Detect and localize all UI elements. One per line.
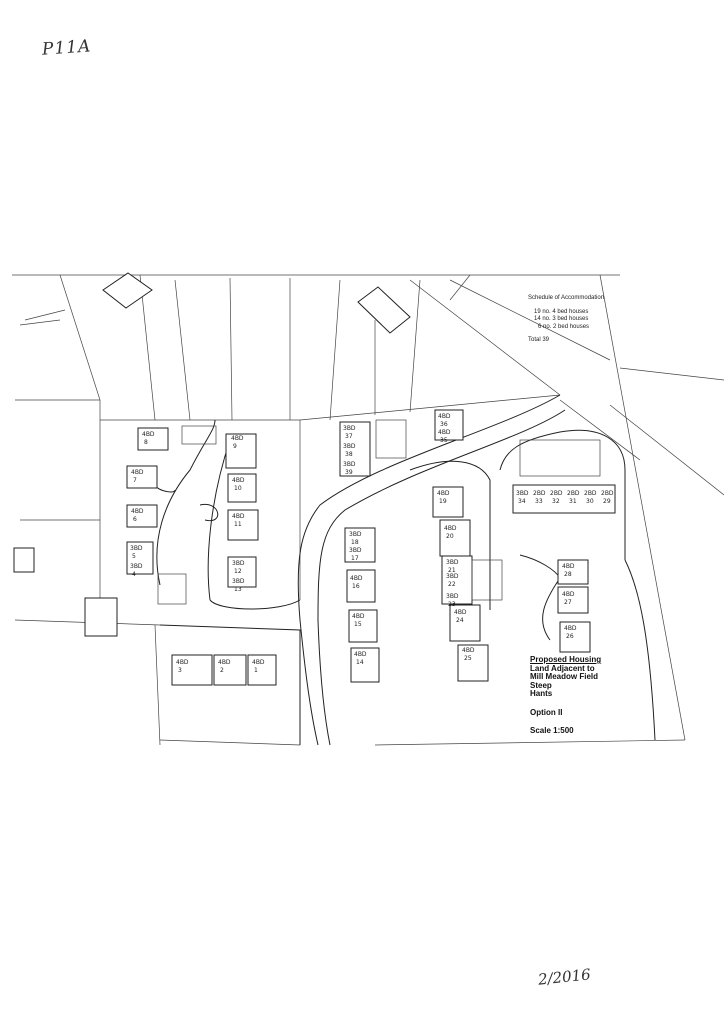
plot-type-label: 3BD: [232, 560, 245, 567]
plot-type-label: 3BD: [343, 461, 356, 468]
plot-type-label: 3BD: [130, 545, 143, 552]
plot-number-label: 12: [234, 568, 242, 575]
plot-type-label: 3BD: [446, 593, 459, 600]
plot-type-label: 3BD: [232, 578, 245, 585]
plot-number-label: 34: [518, 498, 526, 505]
plot-type-label: 4BD: [438, 413, 451, 420]
plot-type-label: 4BD: [437, 490, 450, 497]
plot-type-label: 2BD: [550, 490, 563, 497]
plot-type-label: 2BD: [533, 490, 546, 497]
plot-type-label: 4BD: [131, 508, 144, 515]
scale-label: Scale 1:500: [530, 726, 574, 735]
plot-number-label: 14: [356, 659, 364, 666]
plot-number-label: 35: [440, 437, 448, 444]
plot-number-label: 36: [440, 421, 448, 428]
plot-type-label: 4BD: [352, 613, 365, 620]
plot-number-label: 11: [234, 521, 242, 528]
plot-number-label: 1: [254, 667, 258, 674]
plot-number-label: 7: [133, 477, 137, 484]
plot-number-label: 32: [552, 498, 560, 505]
title-line: Proposed Housing: [530, 655, 602, 664]
plot-number-label: 37: [345, 433, 353, 440]
plot-number-label: 28: [564, 571, 572, 578]
plot-type-label: 2BD: [584, 490, 597, 497]
plot-type-label: 4BD: [462, 647, 475, 654]
plot-type-label: 3BD: [343, 443, 356, 450]
plot-number-label: 18: [351, 539, 359, 546]
plot-type-label: 4BD: [176, 659, 189, 666]
plot-type-label: 4BD: [232, 477, 245, 484]
schedule-heading: Schedule of Accommodation: [528, 295, 605, 301]
plot-type-label: 4BD: [454, 609, 467, 616]
title-line: Hants: [530, 689, 553, 698]
garages: [157, 419, 601, 605]
plot-type-label: 4BD: [444, 525, 457, 532]
plot-number-label: 13: [234, 586, 242, 593]
title-block: Proposed Housing Land Adjacent to Mill M…: [530, 655, 602, 736]
plot-number-label: 6: [133, 516, 137, 523]
plot-number-label: 26: [566, 633, 574, 640]
plot-type-label: 4BD: [562, 591, 575, 598]
plot-number-label: 38: [345, 451, 353, 458]
schedule-row: 19 no. 4 bed houses: [534, 308, 589, 315]
plot-number-label: 24: [456, 617, 464, 624]
option-label: Option II: [530, 707, 563, 717]
plot-number-label: 3: [178, 667, 182, 674]
plot-number-label: 25: [464, 655, 472, 662]
schedule-total: Total 39: [528, 337, 550, 343]
plot-type-label: 3BD: [446, 573, 459, 580]
plot-type-label: 4BD: [350, 575, 363, 582]
plot-type-label: 4BD: [252, 659, 265, 666]
plot-type-label: 4BD: [142, 431, 155, 438]
plot-number-label: 29: [603, 498, 611, 505]
plot-type-label: 3BD: [343, 425, 356, 432]
plot-type-label: 3BD: [349, 531, 362, 538]
schedule-row: 14 no. 3 bed houses: [534, 316, 589, 322]
title-line: Mill Meadow Field: [530, 672, 599, 681]
plot-type-label: 4BD: [218, 659, 231, 666]
plot-type-label: 3BD: [516, 490, 529, 497]
plot-type-label: 3BD: [130, 563, 143, 570]
plot-number-label: 20: [446, 533, 454, 540]
plot-number-label: 9: [233, 443, 237, 450]
title-line: Land Adjacent to: [530, 663, 595, 673]
schedule-of-accommodation: Schedule of Accommodation 19 no. 4 bed h…: [528, 295, 604, 345]
house-footprints: [126, 409, 616, 686]
plot-labels: 4BD84BD74BD63BD53BD44BD94BD104BD113BD123…: [130, 413, 614, 674]
plot-number-label: 16: [352, 583, 360, 590]
plot-number-label: 33: [535, 498, 543, 505]
plot-number-label: 8: [144, 439, 148, 446]
plot-type-label: 3BD: [349, 547, 362, 554]
plot-number-label: 21: [448, 567, 456, 574]
plot-number-label: 17: [351, 555, 359, 562]
plot-number-label: 30: [586, 498, 594, 505]
plot-number-label: 5: [132, 553, 136, 560]
plot-type-label: 2BD: [601, 490, 614, 497]
plot-type-label: 4BD: [562, 563, 575, 570]
plot-number-label: 31: [569, 498, 577, 505]
plot-number-label: 10: [234, 485, 242, 492]
plot-number-label: 2: [220, 667, 224, 674]
plot-type-label: 4BD: [564, 625, 577, 632]
plot-number-label: 22: [448, 581, 456, 588]
plot-number-label: 39: [345, 469, 353, 476]
plot-type-label: 4BD: [232, 513, 245, 520]
plot-type-label: 4BD: [131, 469, 144, 476]
schedule-row: 6 no. 2 bed houses: [538, 323, 590, 330]
plot-type-label: 4BD: [438, 429, 451, 436]
plot-number-label: 19: [439, 498, 447, 505]
plot-type-label: 2BD: [567, 490, 580, 497]
title-line: Steep: [530, 680, 552, 690]
plot-number-label: 15: [354, 621, 362, 628]
site-boundaries: [12, 272, 724, 746]
plot-type-label: 4BD: [354, 651, 367, 658]
plot-type-label: 3BD: [446, 559, 459, 566]
plot-number-label: 27: [564, 599, 572, 606]
plot-number-label: 4: [132, 571, 136, 578]
plot-number-label: 23: [448, 601, 456, 608]
plot-type-label: 4BD: [231, 435, 244, 442]
